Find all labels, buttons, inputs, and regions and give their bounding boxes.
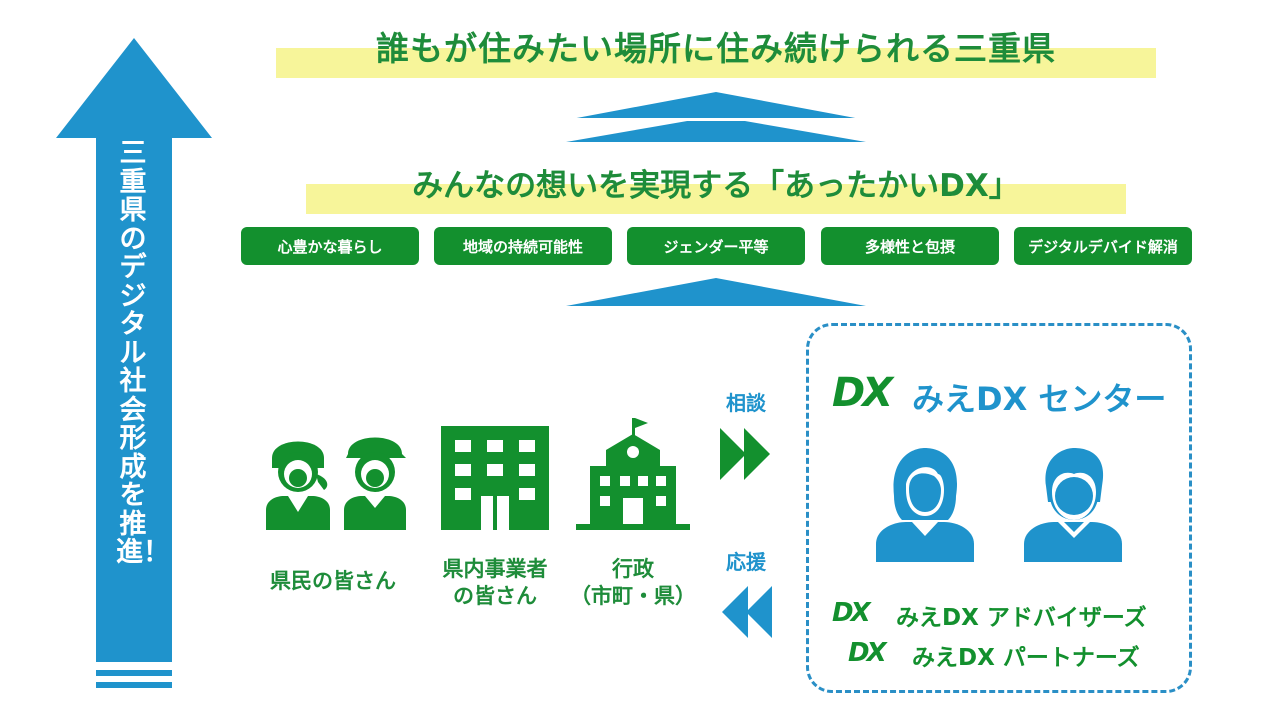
dx-logo-main: DX xyxy=(832,370,893,416)
vertical-arrow xyxy=(56,38,212,688)
pillar-sustainability: 地域の持続可能性 xyxy=(434,227,612,265)
citizens-icon xyxy=(266,437,406,530)
staff-man-icon xyxy=(1024,448,1122,562)
label-support: 応援 xyxy=(726,550,766,574)
consult-arrow-icon xyxy=(720,428,770,480)
up-chevrons xyxy=(566,92,866,142)
arrow-text: 三重県のデジタル社会形成を推進！ xyxy=(116,138,170,568)
up-chevron xyxy=(566,278,866,306)
dx-partners-title: みえDX パートナーズ xyxy=(912,645,1140,671)
pillar-diversity: 多様性と包摂 xyxy=(821,227,999,265)
pillar-gender-equality: ジェンダー平等 xyxy=(627,227,805,265)
label-business-line1: 県内事業者 xyxy=(442,557,548,581)
support-arrow-icon xyxy=(722,586,772,638)
label-citizens: 県民の皆さん xyxy=(270,569,396,593)
pillar-digital-divide: デジタルデバイド解消 xyxy=(1014,227,1192,265)
goal-highlight xyxy=(276,48,1156,78)
goal-title: 誰もが住みたい場所に住み続けられる三重県 xyxy=(376,29,1056,68)
government-building-icon xyxy=(576,418,690,530)
label-consult: 相談 xyxy=(726,391,766,415)
dx-center-title: みえDX センター xyxy=(912,380,1167,418)
label-admin-line1: 行政 xyxy=(612,557,654,581)
pillar-wellbeing: 心豊かな暮らし xyxy=(241,227,419,265)
dx-logo-partners: DX xyxy=(848,638,887,668)
label-business-line2: の皆さん xyxy=(453,584,537,608)
dx-logo-advisors: DX xyxy=(832,598,871,628)
dx-center-box xyxy=(806,323,1192,693)
vision-title: みんなの想いを実現する「あったかいDX」 xyxy=(412,168,1020,204)
staff-woman-icon xyxy=(876,448,974,562)
label-admin-line2: （市町・県） xyxy=(570,584,696,608)
business-building-icon xyxy=(441,426,549,530)
dx-advisors-title: みえDX アドバイザーズ xyxy=(896,605,1147,631)
vision-highlight xyxy=(306,184,1126,214)
